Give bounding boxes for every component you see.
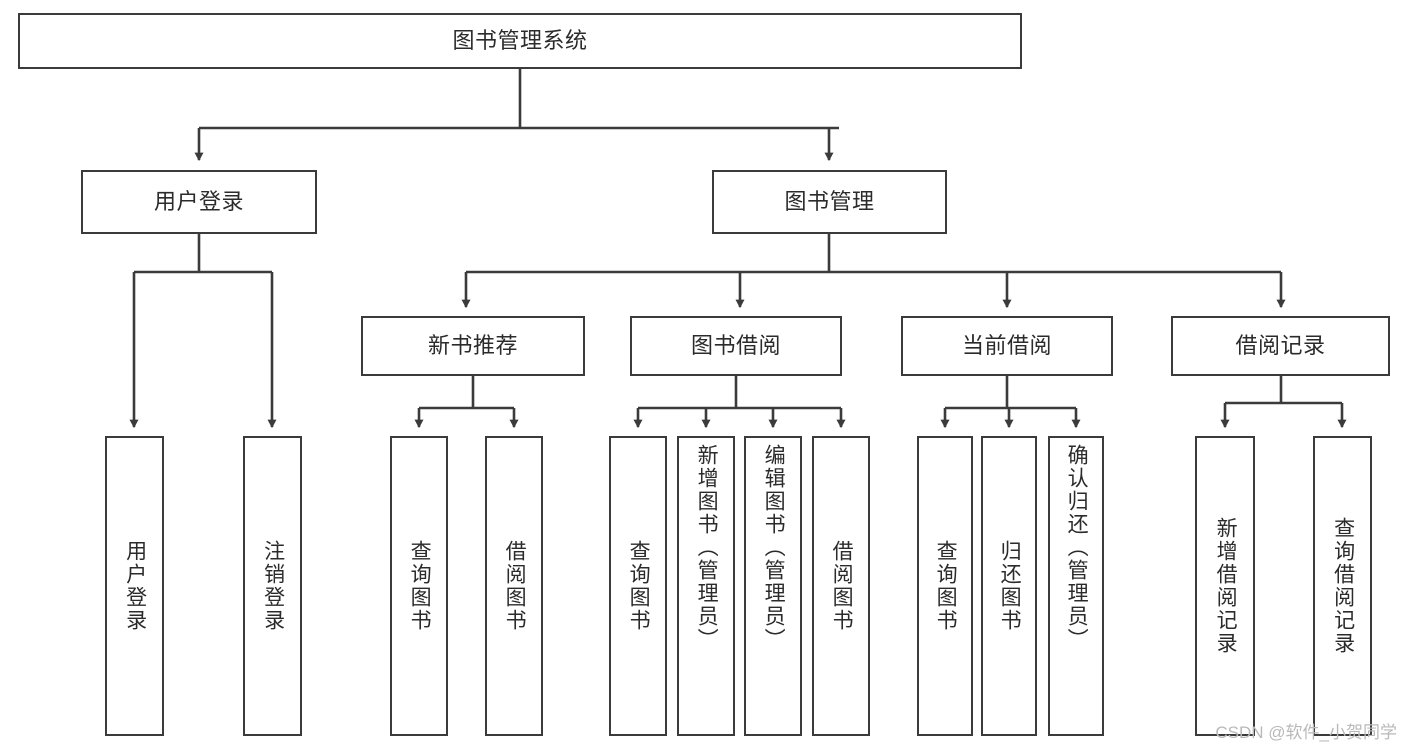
node-leaf-edit-book-label: 编辑图书（管理员）	[762, 444, 786, 651]
node-leaf-add-record[interactable]: 新增借阅记录	[1195, 436, 1255, 736]
edge-group-root	[194, 69, 839, 162]
node-leaf-query-book-label: 查询图书	[627, 540, 651, 632]
node-leaf-borrow-book-label: 借阅图书	[830, 540, 854, 632]
node-leaf-query-book[interactable]: 查询图书	[609, 436, 667, 736]
node-root-label: 图书管理系统	[452, 27, 588, 53]
node-leaf-logout[interactable]: 注销登录	[243, 436, 302, 736]
edge-group-borrow-record	[1220, 376, 1347, 429]
node-leaf-user-login-label: 用户登录	[123, 540, 147, 632]
node-leaf-confirm-return-label: 确认归还（管理员）	[1065, 444, 1089, 651]
node-leaf-confirm-return[interactable]: 确认归还（管理员）	[1048, 436, 1104, 736]
node-new-book-rec[interactable]: 新书推荐	[361, 316, 585, 376]
node-current-borrow[interactable]: 当前借阅	[901, 316, 1113, 376]
node-root[interactable]: 图书管理系统	[18, 13, 1022, 69]
edge-group-current-borrow	[940, 376, 1081, 429]
watermark-text: CSDN @软件_小贺同学	[1215, 723, 1397, 742]
node-user-login[interactable]: 用户登录	[81, 170, 317, 234]
node-user-login-label: 用户登录	[153, 188, 244, 214]
node-book-manage[interactable]: 图书管理	[712, 170, 947, 234]
edge-group-book-borrow	[633, 376, 846, 429]
node-leaf-return-book-label: 归还图书	[998, 540, 1022, 632]
node-leaf-edit-book[interactable]: 编辑图书（管理员）	[744, 436, 802, 736]
node-leaf-add-record-label: 新增借阅记录	[1214, 517, 1238, 655]
node-leaf-query-book-rec-label: 查询图书	[408, 540, 432, 632]
node-leaf-query-book-cur-label: 查询图书	[934, 540, 958, 632]
node-book-manage-label: 图书管理	[784, 188, 875, 214]
node-leaf-add-book-label: 新增图书（管理员）	[695, 444, 719, 651]
node-leaf-query-record-label: 查询借阅记录	[1331, 517, 1355, 655]
node-leaf-query-record[interactable]: 查询借阅记录	[1313, 436, 1372, 736]
node-leaf-logout-label: 注销登录	[261, 540, 285, 632]
edge-group-new-book-rec	[414, 376, 519, 429]
node-borrow-record[interactable]: 借阅记录	[1171, 316, 1390, 376]
node-leaf-user-login[interactable]: 用户登录	[105, 436, 164, 736]
edge-group-book-manage	[461, 234, 1286, 309]
node-book-borrow[interactable]: 图书借阅	[630, 316, 842, 376]
edge-group-user-login	[129, 234, 277, 429]
node-leaf-borrow-book[interactable]: 借阅图书	[812, 436, 870, 736]
node-new-book-rec-label: 新书推荐	[427, 332, 518, 358]
node-borrow-record-label: 借阅记录	[1235, 332, 1326, 358]
node-current-borrow-label: 当前借阅	[961, 332, 1052, 358]
node-leaf-return-book[interactable]: 归还图书	[981, 436, 1037, 736]
node-leaf-borrow-book-rec[interactable]: 借阅图书	[485, 436, 543, 736]
node-leaf-borrow-book-rec-label: 借阅图书	[503, 540, 527, 632]
node-book-borrow-label: 图书借阅	[690, 332, 781, 358]
node-leaf-query-book-rec[interactable]: 查询图书	[390, 436, 448, 736]
node-leaf-query-book-cur[interactable]: 查询图书	[917, 436, 973, 736]
node-leaf-add-book[interactable]: 新增图书（管理员）	[677, 436, 735, 736]
